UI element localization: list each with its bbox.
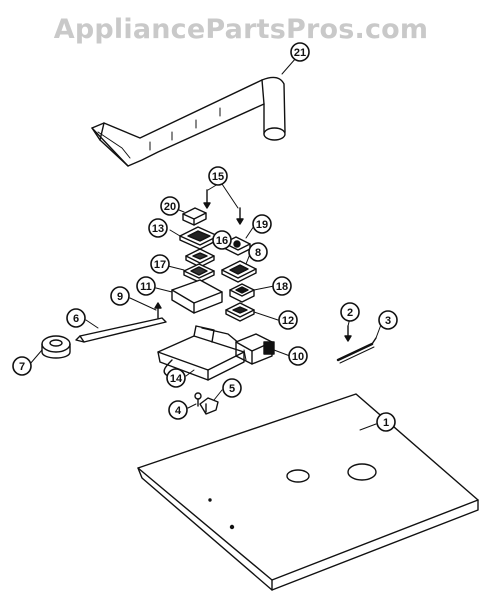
callout-1: 1 <box>376 412 396 432</box>
callout-circle <box>212 230 232 250</box>
callout-label: 2 <box>347 307 353 319</box>
callout-circle <box>168 400 188 420</box>
callout-label: 15 <box>212 171 224 183</box>
callout-label: 3 <box>385 315 391 327</box>
callout-label: 21 <box>294 47 306 59</box>
part-17-plate <box>183 263 215 283</box>
callout-circle <box>160 196 180 216</box>
screw-15b <box>236 207 244 225</box>
callout-6: 6 <box>66 308 86 328</box>
callout-19: 19 <box>252 214 272 234</box>
callout-label: 12 <box>282 315 294 327</box>
callout-label: 17 <box>154 259 166 271</box>
callout-21: 21 <box>290 42 310 62</box>
callout-label: 18 <box>276 281 288 293</box>
part-18-connector <box>229 283 255 303</box>
leader-lines <box>29 57 383 431</box>
callout-circle <box>290 42 310 62</box>
callout-7: 7 <box>12 356 32 376</box>
callout-circle <box>340 302 360 322</box>
callout-label: 11 <box>140 281 152 293</box>
screw-15a <box>203 189 211 209</box>
part-8-plate <box>221 260 257 283</box>
part-6-rod <box>75 317 167 343</box>
callout-circle <box>166 368 186 388</box>
part-5-clip <box>199 397 219 415</box>
callout-5: 5 <box>222 378 242 398</box>
callout-label: 6 <box>73 313 79 325</box>
callout-circle <box>222 378 242 398</box>
callout-9: 9 <box>110 286 130 306</box>
callout-label: 8 <box>255 247 261 259</box>
callout-circle <box>148 218 168 238</box>
callout-16: 16 <box>212 230 232 250</box>
callout-15: 15 <box>208 166 228 186</box>
callout-circle <box>272 276 292 296</box>
callout-label: 4 <box>175 405 182 417</box>
callout-11: 11 <box>136 276 156 296</box>
callout-label: 16 <box>216 235 228 247</box>
part-13-plate <box>179 226 219 250</box>
callout-13: 13 <box>148 218 168 238</box>
callout-circle <box>376 412 396 432</box>
callout-circle <box>12 356 32 376</box>
callout-17: 17 <box>150 254 170 274</box>
callout-circle <box>278 310 298 330</box>
part-11-bracket <box>171 279 223 314</box>
part-20-terminal <box>182 207 207 226</box>
callout-label: 9 <box>117 291 123 303</box>
callout-10: 10 <box>288 346 308 366</box>
callout-circle <box>252 214 272 234</box>
callout-label: 13 <box>152 223 164 235</box>
callout-label: 14 <box>170 373 183 385</box>
part-9-screw <box>154 302 162 319</box>
callout-label: 20 <box>164 201 176 213</box>
part-4-screw <box>194 392 202 407</box>
callout-circle <box>66 308 86 328</box>
callout-circle <box>110 286 130 306</box>
part-12-plate <box>225 302 255 322</box>
part-10-valve <box>235 333 275 365</box>
part-1-main-panel <box>137 393 479 591</box>
callout-label: 19 <box>256 219 268 231</box>
callout-8: 8 <box>248 242 268 262</box>
part-2-screw <box>344 325 352 342</box>
callout-label: 7 <box>19 361 25 373</box>
part-21-vent-duct <box>91 76 286 167</box>
callout-circle <box>136 276 156 296</box>
callout-label: 5 <box>229 383 235 395</box>
callout-4: 4 <box>168 400 188 420</box>
callout-circle <box>208 166 228 186</box>
part-3-strip <box>336 337 377 364</box>
callout-circle <box>150 254 170 274</box>
callout-3: 3 <box>378 310 398 330</box>
callout-circle <box>288 346 308 366</box>
callout-12: 12 <box>278 310 298 330</box>
callout-20: 20 <box>160 196 180 216</box>
callout-circle <box>378 310 398 330</box>
callout-18: 18 <box>272 276 292 296</box>
callout-2: 2 <box>340 302 360 322</box>
watermark-text: AppliancePartsPros.com <box>53 14 429 45</box>
callout-label: 1 <box>383 417 389 429</box>
callout-circle <box>248 242 268 262</box>
part-7-knob <box>41 335 71 359</box>
callout-14: 14 <box>166 368 186 388</box>
callout-label: 10 <box>292 351 304 363</box>
